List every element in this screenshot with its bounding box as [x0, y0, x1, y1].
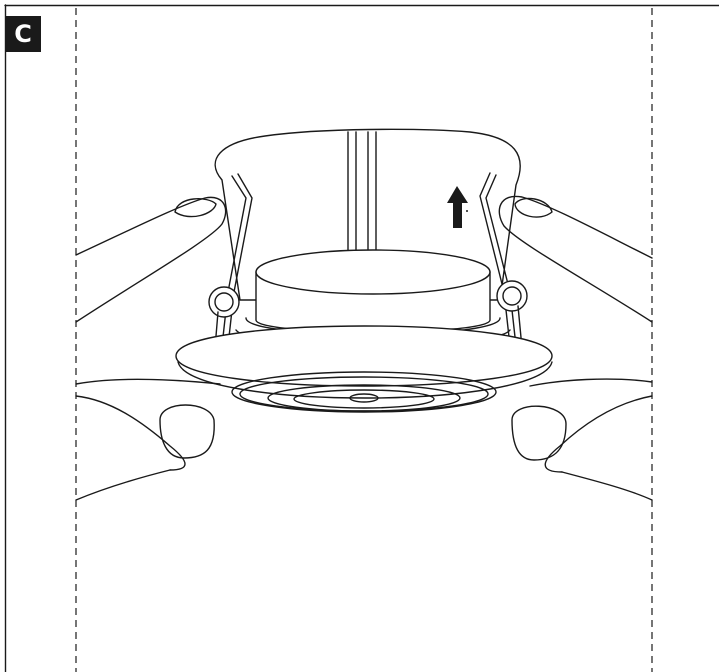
arrow-up-icon	[447, 186, 468, 228]
left-hand	[75, 196, 227, 501]
right-hand	[498, 195, 653, 501]
step-badge: C	[5, 16, 41, 52]
spring-clip-left	[208, 173, 253, 349]
fixture-trim-ring	[175, 325, 553, 413]
cable	[347, 131, 377, 251]
spring-clip-right	[479, 172, 528, 349]
